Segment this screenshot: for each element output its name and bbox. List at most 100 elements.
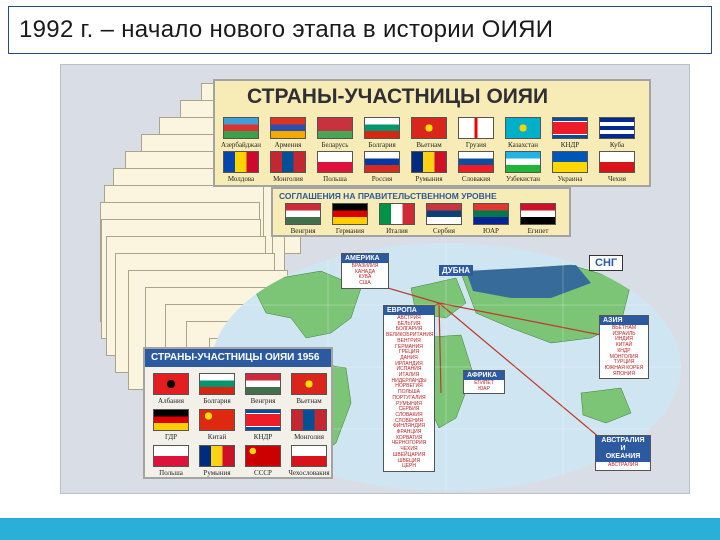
p56-row2-label-1: Китай	[207, 433, 227, 441]
region-item: ЕГИПЕТ	[474, 380, 494, 386]
main-r1-label-0: Азербайджан	[220, 141, 262, 149]
p56-row1-label-2: Венгрия	[250, 397, 276, 405]
p56-row3-flag-0	[153, 445, 189, 467]
main-r2-label-3: Россия	[371, 175, 393, 183]
main-r2-flag-1	[270, 151, 306, 173]
bottom-bar	[0, 518, 720, 540]
dubna-label: ДУБНА	[439, 265, 474, 276]
region-item: БРАЗИЛИЯ	[351, 263, 379, 269]
region-item: ШВЕЦИЯ	[397, 457, 421, 464]
agr-flag-0	[285, 203, 321, 225]
main-r2-label-2: Польша	[323, 175, 347, 183]
region-item: ИТАЛИЯ	[398, 372, 420, 379]
region-item: ЮЖНАЯ КОРЕЯ	[604, 364, 644, 371]
agreements-panel-title: СОГЛАШЕНИЯ НА ПРАВИТЕЛЬСТВЕННОМ УРОВНЕ	[279, 191, 497, 201]
region-item: ДАНИЯ	[400, 354, 418, 361]
region-item: ПОЛЬША	[398, 389, 420, 396]
region-item: ЧЕХИЯ	[400, 446, 418, 453]
sng-label: СНГ	[589, 255, 624, 271]
p56-row2-flag-3	[291, 409, 327, 431]
p56-row3-flag-2	[245, 445, 281, 467]
main-r1-label-4: Вьетнам	[416, 141, 442, 149]
agr-flag-4	[473, 203, 509, 225]
region-item: ШВЕЙЦАРИЯ	[392, 451, 426, 458]
main-r2-flag-2	[317, 151, 353, 173]
north-america-shape	[250, 270, 362, 339]
region-item: НИДЕРЛАНДЫ	[391, 377, 427, 384]
australia-title-2: И	[620, 445, 626, 452]
region-item: ИСПАНИЯ	[396, 366, 422, 373]
main-r2-flag-8	[599, 151, 635, 173]
main-r1-flag-5	[458, 117, 494, 139]
main-r2-flag-7	[552, 151, 588, 173]
link-australia	[438, 302, 607, 444]
agr-flag-2	[379, 203, 415, 225]
region-europe-title: ЕВРОПА	[384, 306, 434, 315]
main-r1-label-7: КНДР	[560, 141, 580, 149]
region-item: ФРАНЦИЯ	[396, 429, 422, 436]
p56-row1-label-0: Албания	[158, 397, 184, 405]
agr-label-4: ЮАР	[483, 227, 499, 235]
main-r1-flag-7	[552, 117, 588, 139]
slide-title: 1992 г. – начало нового этапа в истории …	[19, 16, 554, 43]
region-item: КАНАДА	[354, 268, 376, 275]
region-item: ЮАР	[478, 385, 490, 392]
region-item: ИНДИЯ	[615, 336, 633, 343]
region-america-title: АМЕРИКА	[342, 254, 388, 263]
p56-row3-label-0: Польша	[159, 469, 183, 477]
main-r1-flag-8	[599, 117, 635, 139]
main-r2-flag-6	[505, 151, 541, 173]
p56-row3-label-2: СССР	[254, 469, 272, 477]
region-item: КНДР	[617, 347, 631, 354]
region-australia-list: АВСТРАЛИЯ	[596, 462, 650, 470]
main-r1-label-5: Грузия	[465, 141, 487, 149]
agr-label-0: Венгрия	[290, 227, 316, 235]
region-item: ХОРВАТИЯ	[395, 434, 423, 441]
p56-row2-flag-1	[199, 409, 235, 431]
main-r1-flag-6	[505, 117, 541, 139]
region-item: ЯПОНИЯ	[613, 370, 635, 377]
agr-flag-1	[332, 203, 368, 225]
region-item: МОНГОЛИЯ	[609, 353, 639, 360]
p56-row1-flag-0	[153, 373, 189, 395]
region-item: США	[359, 280, 371, 287]
main-r1-label-3: Болгария	[368, 141, 396, 149]
region-item: ФИНЛЯНДИЯ	[392, 423, 426, 430]
link-asia	[438, 302, 602, 336]
p56-row2-label-0: ГДР	[164, 433, 178, 441]
main-r2-flag-4	[411, 151, 447, 173]
australia-title-1: АВСТРАЛИЯ	[601, 437, 645, 444]
region-item: ИРЛАНДИЯ	[395, 360, 423, 367]
main-r1-flag-1	[270, 117, 306, 139]
p56-row2-flag-2	[245, 409, 281, 431]
australia-shape	[580, 387, 632, 424]
agr-label-1: Германия	[335, 227, 365, 235]
slide-title-bar: 1992 г. – начало нового этапа в истории …	[8, 6, 712, 54]
agreements-panel: СОГЛАШЕНИЯ НА ПРАВИТЕЛЬСТВЕННОМ УРОВНЕ В…	[271, 187, 571, 237]
agr-label-2: Италия	[386, 227, 408, 235]
panel-1956-title: СТРАНЫ-УЧАСТНИЦЫ ОИЯИ 1956	[151, 352, 320, 363]
agr-flag-5	[520, 203, 556, 225]
region-item: АВСТРИЯ	[397, 315, 421, 321]
region-item: ЧЕРНОГОРИЯ	[391, 440, 427, 447]
region-item: ИЗРАИЛЬ	[612, 330, 636, 337]
p56-row3-flag-1	[199, 445, 235, 467]
region-item: НОРВЕГИЯ	[395, 383, 423, 390]
main-r1-label-2: Беларусь	[321, 141, 349, 149]
region-item: ВЕНГРИЯ	[397, 337, 421, 344]
region-item: БОЛГАРИЯ	[395, 326, 423, 333]
region-item: КИТАЙ	[615, 342, 633, 349]
region-item: ЦЕРН	[402, 463, 416, 470]
region-africa-title: АФРИКА	[464, 371, 504, 380]
main-r2-label-5: Словакия	[461, 175, 491, 183]
main-r1-flag-3	[364, 117, 400, 139]
main-r2-label-7: Украина	[557, 175, 583, 183]
